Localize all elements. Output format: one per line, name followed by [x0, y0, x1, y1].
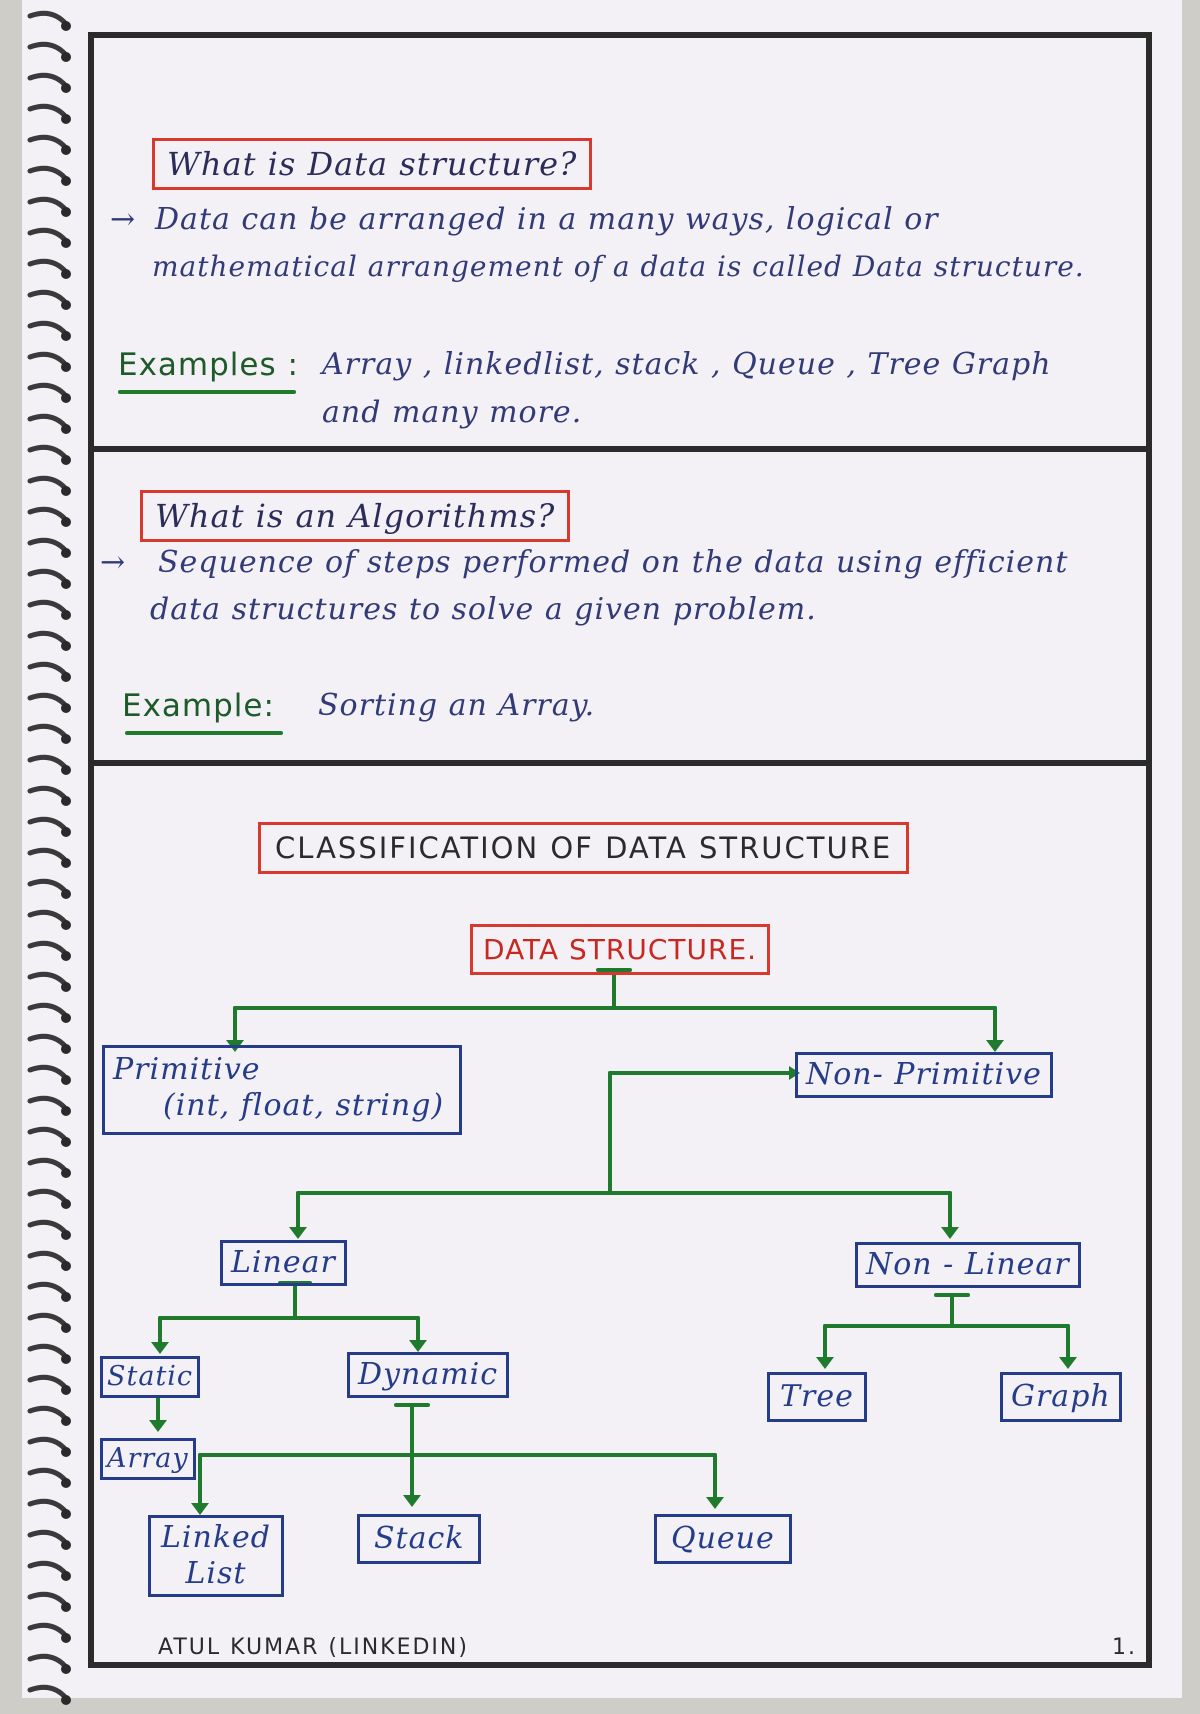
examples-line-1: Array , linkedlist, stack , Queue , Tree…	[322, 347, 1052, 382]
spiral-ring	[26, 599, 71, 623]
primitive-label: Primitive	[113, 1052, 261, 1087]
spiral-ring	[26, 878, 71, 902]
linked-list-label-1: Linked	[161, 1520, 271, 1555]
spiral-ring	[26, 785, 71, 809]
notebook-page	[22, 0, 1182, 1698]
node-array: Array	[100, 1438, 196, 1481]
spiral-ring	[26, 1095, 71, 1119]
spiral-ring	[26, 1405, 71, 1429]
spiral-ring	[26, 475, 71, 499]
page-frame	[88, 32, 1152, 1668]
spiral-ring	[26, 692, 71, 716]
spiral-ring	[26, 289, 71, 313]
spiral-ring	[26, 568, 71, 592]
spiral-ring	[26, 413, 71, 437]
spiral-ring	[26, 227, 71, 251]
spiral-ring	[26, 1622, 71, 1646]
node-linear: Linear	[220, 1240, 347, 1286]
arrow-icon-2: →	[100, 545, 127, 580]
spiral-ring	[26, 909, 71, 933]
spiral-ring	[26, 196, 71, 220]
node-queue: Queue	[654, 1514, 792, 1564]
arrow-icon: →	[110, 202, 137, 237]
spiral-ring	[26, 351, 71, 375]
example-underline	[125, 731, 283, 735]
spiral-ring	[26, 1467, 71, 1491]
example-label: Example:	[122, 688, 275, 724]
spiral-ring	[26, 1002, 71, 1026]
algorithm-line-1: Sequence of steps performed on the data …	[158, 545, 1069, 580]
example-text: Sorting an Array.	[318, 688, 596, 723]
spiral-ring	[26, 320, 71, 344]
question-data-structure: What is Data structure?	[152, 138, 593, 190]
spiral-ring	[26, 506, 71, 530]
node-non-linear: Non - Linear	[855, 1242, 1081, 1288]
spiral-ring	[26, 1281, 71, 1305]
spiral-ring	[26, 537, 71, 561]
definition-line-1: Data can be arranged in a many ways, log…	[155, 202, 939, 237]
spiral-ring	[26, 630, 71, 654]
spiral-ring	[26, 165, 71, 189]
node-tree: Tree	[767, 1372, 867, 1422]
spiral-ring	[26, 1436, 71, 1460]
spiral-ring	[26, 10, 71, 34]
node-primitive: Primitive (int, float, string)	[102, 1045, 462, 1135]
spiral-ring	[26, 723, 71, 747]
linked-list-label-2: List	[185, 1556, 247, 1591]
spiral-ring	[26, 1560, 71, 1584]
spiral-ring	[26, 444, 71, 468]
spiral-ring	[26, 41, 71, 65]
spiral-ring	[26, 1312, 71, 1336]
node-dynamic: Dynamic	[347, 1352, 510, 1398]
spiral-ring	[26, 971, 71, 995]
spiral-ring	[26, 72, 71, 96]
examples-line-2: and many more.	[322, 395, 583, 430]
author-credit: ATUL KUMAR (LINKEDIN)	[158, 1635, 469, 1660]
spiral-ring	[26, 382, 71, 406]
node-non-primitive: Non- Primitive	[795, 1052, 1053, 1098]
spiral-ring	[26, 1374, 71, 1398]
classification-title: CLASSIFICATION OF DATA STRUCTURE	[258, 822, 910, 874]
spiral-ring	[26, 1219, 71, 1243]
section-divider-1	[88, 446, 1152, 452]
spiral-ring	[26, 1529, 71, 1553]
spiral-ring	[26, 1591, 71, 1615]
spiral-ring	[26, 1250, 71, 1274]
algorithm-line-2: data structures to solve a given problem…	[150, 592, 817, 627]
spiral-ring	[26, 258, 71, 282]
examples-underline	[118, 390, 296, 394]
primitive-sub-label: (int, float, string)	[163, 1088, 445, 1123]
spiral-ring	[26, 1653, 71, 1677]
spiral-ring	[26, 847, 71, 871]
node-stack: Stack	[357, 1514, 482, 1564]
node-data-structure: DATA STRUCTURE.	[470, 924, 771, 975]
spiral-ring	[26, 754, 71, 778]
spiral-ring	[26, 1126, 71, 1150]
node-linked-list: Linked List	[148, 1515, 284, 1597]
spiral-ring	[26, 1064, 71, 1088]
spiral-ring	[26, 816, 71, 840]
node-graph: Graph	[1000, 1372, 1122, 1422]
spiral-ring	[26, 103, 71, 127]
spiral-ring	[26, 1157, 71, 1181]
spiral-ring	[26, 1188, 71, 1212]
spiral-ring	[26, 661, 71, 685]
section-divider-2	[88, 760, 1152, 766]
spiral-ring	[26, 940, 71, 964]
spiral-ring	[26, 134, 71, 158]
node-static: Static	[100, 1356, 201, 1399]
spiral-ring	[26, 1343, 71, 1367]
page-number: 1.	[1112, 1635, 1137, 1660]
spiral-ring	[26, 1033, 71, 1057]
question-algorithms: What is an Algorithms?	[140, 490, 571, 542]
examples-label: Examples :	[118, 347, 299, 383]
spiral-ring	[26, 1498, 71, 1522]
definition-line-2: mathematical arrangement of a data is ca…	[152, 250, 1085, 283]
